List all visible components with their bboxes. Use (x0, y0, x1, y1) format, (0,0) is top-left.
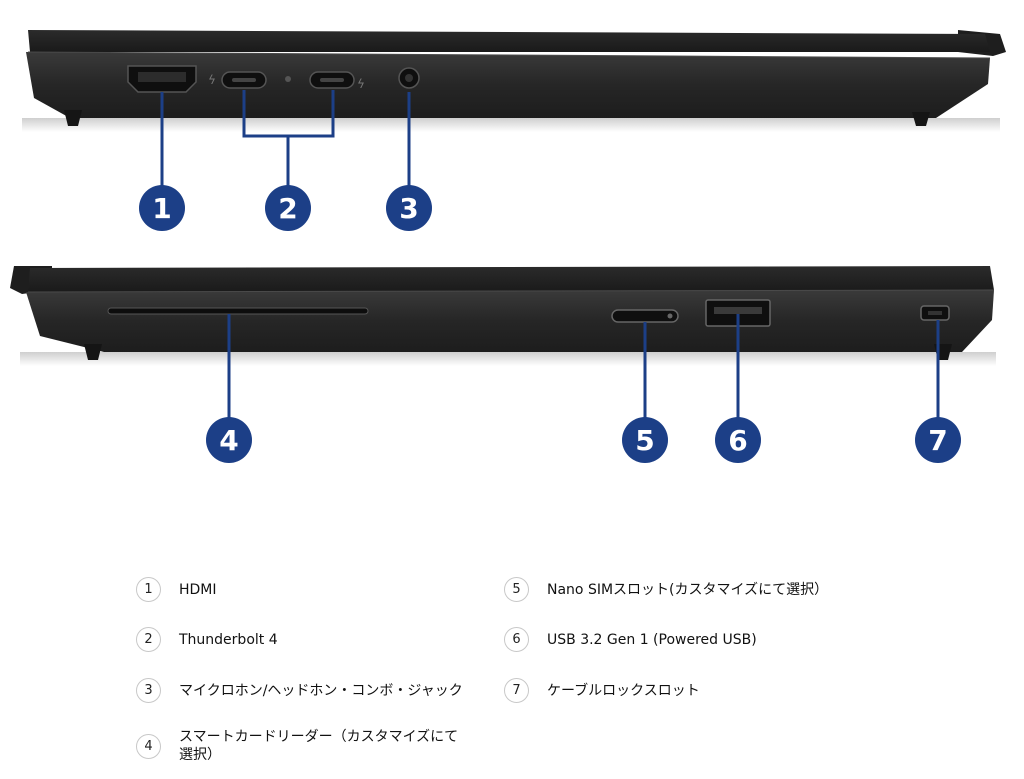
marker-4: 4 (206, 417, 252, 463)
lid (28, 30, 990, 52)
marker-5: 5 (622, 417, 668, 463)
thunderbolt-icon: ϟ (208, 73, 216, 87)
foot (912, 112, 930, 126)
marker-label: 5 (635, 424, 654, 457)
legend-text: スマートカードリーダー（カスタマイズにて 選択） (179, 729, 459, 763)
legend-item-3: 3 マイクロホン/ヘッドホン・コンボ・ジャック (136, 678, 463, 703)
marker-2: 2 (265, 185, 311, 231)
port-diagram: ϟ ϟ (10, 30, 1006, 463)
legend-item-1: 1 HDMI (136, 577, 217, 602)
marker-1: 1 (139, 185, 185, 231)
marker-7: 7 (915, 417, 961, 463)
base (26, 52, 990, 118)
legend-number: 7 (504, 678, 529, 703)
legend-item-6: 6 USB 3.2 Gen 1 (Powered USB) (504, 627, 757, 652)
lid (28, 266, 994, 292)
legend-item-4: 4 スマートカードリーダー（カスタマイズにて 選択） (136, 728, 489, 764)
legend-text: Thunderbolt 4 (179, 631, 278, 648)
legend-item-5: 5 Nano SIMスロット(カスタマイズにて選択） (504, 577, 828, 602)
legend-text: Nano SIMスロット(カスタマイズにて選択） (547, 581, 829, 598)
smart-card-slot (107, 307, 369, 315)
legend-number: 2 (136, 627, 161, 652)
marker-label: 3 (399, 192, 418, 225)
legend-text: USB 3.2 Gen 1 (Powered USB) (547, 631, 757, 648)
marker-label: 7 (928, 424, 947, 457)
laptop-left-side: ϟ ϟ (22, 30, 1006, 132)
legend-item-2: 2 Thunderbolt 4 (136, 627, 278, 652)
foot (64, 110, 82, 126)
legend-item-7: 7 ケーブルロックスロット (504, 678, 700, 703)
shadow (20, 352, 996, 366)
legend-number: 5 (504, 577, 529, 602)
legend-text: HDMI (179, 581, 217, 598)
shadow (22, 118, 1000, 132)
laptop-side-views: ϟ ϟ (10, 30, 1006, 463)
legend-text: ケーブルロックスロット (547, 682, 700, 699)
base (26, 290, 994, 352)
marker-label: 4 (219, 424, 238, 457)
legend-number: 4 (136, 733, 161, 759)
legend-number: 6 (504, 627, 529, 652)
marker-label: 1 (152, 192, 171, 225)
marker-label: 2 (278, 192, 297, 225)
led-indicator (285, 76, 291, 82)
marker-3: 3 (386, 185, 432, 231)
marker-6: 6 (715, 417, 761, 463)
legend-number: 1 (136, 577, 161, 602)
foot (84, 344, 102, 360)
marker-label: 6 (728, 424, 747, 457)
laptop-right-side (10, 266, 996, 366)
legend-text: マイクロホン/ヘッドホン・コンボ・ジャック (179, 682, 463, 699)
thunderbolt-icon: ϟ (357, 77, 365, 91)
callout-lines (160, 90, 940, 418)
legend-number: 3 (136, 678, 161, 703)
